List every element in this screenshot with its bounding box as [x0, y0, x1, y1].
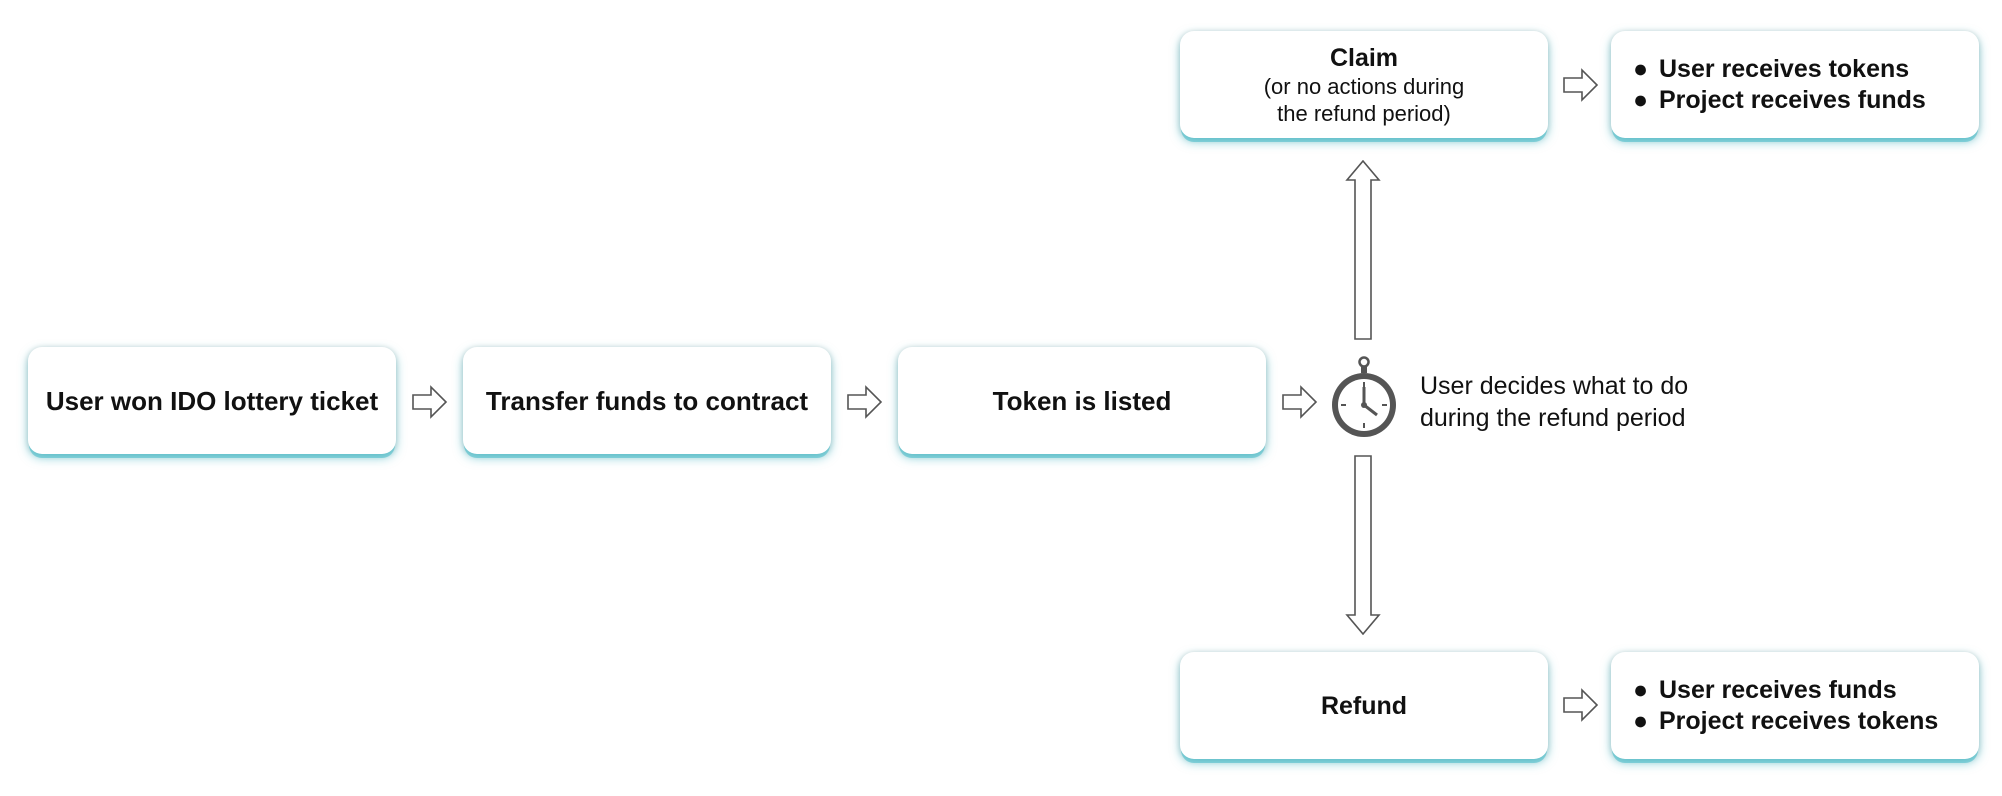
refund-title: Refund — [1320, 691, 1408, 720]
refund-outcome-user: User receives funds — [1659, 675, 1897, 704]
bullet-icon: ● — [1633, 54, 1649, 83]
refund-outcome-project: Project receives tokens — [1659, 706, 1939, 735]
step-token-listed-label: Token is listed — [992, 385, 1172, 416]
refund-box: Refund — [1180, 652, 1548, 759]
arrow-right-icon — [847, 385, 883, 419]
arrow-up-icon — [1345, 160, 1381, 340]
step-user-won-ticket-label: User won IDO lottery ticket — [45, 385, 379, 416]
refund-outcome-list: ● User receives funds ● Project receives t… — [1633, 675, 1938, 737]
claim-outcome-user: User receives tokens — [1659, 54, 1910, 83]
arrow-right-icon — [1282, 385, 1318, 419]
arrow-right-icon — [412, 385, 448, 419]
bullet-icon: ● — [1633, 85, 1649, 114]
stopwatch-icon — [1332, 356, 1396, 437]
claim-content: Claim (or no actions during the refund p… — [1264, 43, 1465, 127]
step-user-won-ticket: User won IDO lottery ticket — [28, 347, 396, 454]
step-transfer-funds-label: Transfer funds to contract — [485, 385, 809, 416]
arrow-right-icon — [1563, 68, 1599, 102]
claim-subtitle: (or no actions during the refund period) — [1263, 73, 1465, 126]
claim-outcome-project: Project receives funds — [1659, 85, 1926, 114]
claim-title: Claim — [1329, 43, 1399, 72]
bullet-icon: ● — [1633, 675, 1649, 704]
step-transfer-funds: Transfer funds to contract — [463, 347, 831, 454]
step-token-listed: Token is listed — [898, 347, 1266, 454]
arrow-right-icon — [1563, 688, 1599, 722]
list-item: ● Project receives tokens — [1633, 706, 1938, 737]
refund-outcome-box: ● User receives funds ● Project receives t… — [1611, 652, 1979, 759]
bullet-icon: ● — [1633, 706, 1649, 735]
list-item: ● Project receives funds — [1633, 85, 1926, 116]
decision-text: User decides what to do during the refun… — [1420, 372, 1689, 432]
arrow-down-icon — [1345, 455, 1381, 635]
claim-outcome-box: ● User receives tokens ● Project receives … — [1611, 31, 1979, 138]
claim-outcome-list: ● User receives tokens ● Project receives … — [1633, 54, 1926, 116]
list-item: ● User receives tokens — [1633, 54, 1926, 85]
claim-box: Claim (or no actions during the refund p… — [1180, 31, 1548, 138]
list-item: ● User receives funds — [1633, 675, 1938, 706]
